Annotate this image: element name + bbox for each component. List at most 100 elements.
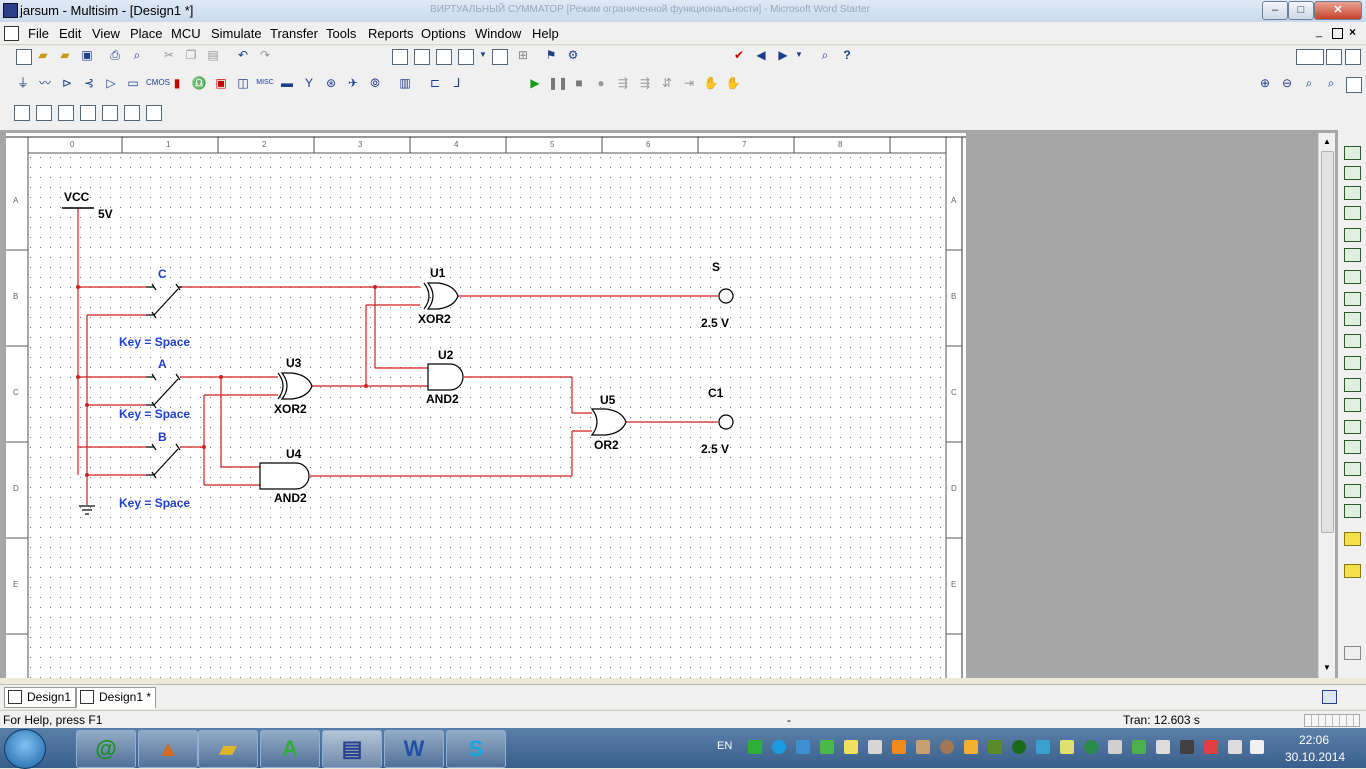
tray-icon[interactable] [748, 740, 762, 754]
vcc-source[interactable]: VCC 5V [62, 190, 113, 221]
probe-c1[interactable] [718, 414, 734, 430]
save-icon[interactable]: ▣ [81, 48, 93, 62]
mdi-restore-icon[interactable] [1332, 28, 1343, 39]
vertical-scrollbar[interactable]: ▲ ▼ [1318, 133, 1335, 678]
virtual-wiring-icon[interactable] [80, 105, 96, 121]
menu-simulate[interactable]: Simulate [211, 26, 262, 41]
tray-icon[interactable] [1108, 740, 1122, 754]
mdi-close-icon[interactable]: × [1349, 25, 1357, 39]
menu-file[interactable]: File [28, 26, 49, 41]
postprocessor-view-icon[interactable] [36, 105, 52, 121]
taskbar-matlab[interactable]: ▲ [138, 730, 198, 768]
paste-icon[interactable]: ▤ [207, 48, 219, 62]
tray-icon[interactable] [916, 740, 930, 754]
taskbar-multisim[interactable]: ▤ [322, 730, 382, 768]
gate-u3-xor[interactable] [277, 372, 313, 400]
menu-window[interactable]: Window [475, 26, 522, 41]
switch-a[interactable] [146, 373, 181, 409]
logic-analyzer-icon[interactable] [1344, 312, 1361, 326]
design-toolbox-icon[interactable] [392, 49, 408, 65]
tektronix-scope-icon[interactable] [1344, 504, 1361, 518]
mdi-minimize-icon[interactable]: _ [1316, 26, 1323, 38]
run-to-cursor-icon[interactable]: ⇥ [683, 76, 695, 90]
tray-icon[interactable] [820, 740, 834, 754]
zoom-area-icon[interactable]: ⌕ [1305, 76, 1313, 90]
tray-icon[interactable] [1060, 740, 1074, 754]
oscilloscope-icon[interactable] [1344, 206, 1361, 220]
tray-icon[interactable] [892, 740, 906, 754]
stop-icon[interactable]: ■ [575, 76, 583, 90]
scroll-thumb[interactable] [1321, 151, 1334, 533]
volume-icon[interactable] [1156, 740, 1170, 754]
tray-icon[interactable] [964, 740, 978, 754]
find-icon[interactable]: ⌕ [821, 48, 829, 62]
place-basic-icon[interactable]: 〰 [38, 76, 51, 90]
tray-icon[interactable] [1204, 740, 1218, 754]
bode-plotter-icon[interactable] [1344, 248, 1361, 262]
labview-icon[interactable] [1344, 564, 1361, 578]
print-preview-icon[interactable]: ⌕ [133, 48, 141, 62]
place-ttl-icon[interactable]: ▭ [127, 76, 139, 90]
grapher-view-icon[interactable] [14, 105, 30, 121]
agilent-multimeter-icon[interactable] [1344, 462, 1361, 476]
zoom-fit-icon[interactable] [1345, 49, 1361, 65]
multimeter-icon[interactable] [1344, 146, 1361, 160]
taskbar-word[interactable]: W [384, 730, 444, 768]
back-annotate-icon[interactable]: ◀ [756, 48, 766, 62]
tray-icon[interactable] [1132, 740, 1146, 754]
maximize-button[interactable]: □ [1288, 1, 1314, 20]
place-bus-icon[interactable]: ⊏ [429, 76, 441, 90]
wires[interactable] [77, 208, 718, 505]
menu-place[interactable]: Place [130, 26, 163, 41]
spectrum-analyzer-icon[interactable] [1344, 398, 1361, 412]
spreadsheet-icon[interactable] [414, 49, 430, 65]
zoom-page-icon[interactable] [1326, 49, 1342, 65]
place-hierarchy-icon[interactable]: ▥ [399, 76, 411, 90]
gate-u5-or[interactable] [590, 408, 627, 436]
close-button[interactable]: ✕ [1314, 1, 1362, 20]
erc-check-icon[interactable]: ✔ [733, 48, 745, 62]
agilent-generator-icon[interactable] [1344, 440, 1361, 454]
menu-edit[interactable]: Edit [59, 26, 82, 41]
database-icon[interactable] [436, 49, 452, 65]
menu-options[interactable]: Options [421, 26, 466, 41]
clock-date[interactable]: 30.10.2014 [1285, 750, 1346, 764]
tray-icon[interactable] [1084, 740, 1098, 754]
distortion-analyzer-icon[interactable] [1344, 378, 1361, 392]
agilent-scope-icon[interactable] [1344, 484, 1361, 498]
tray-icon[interactable] [868, 740, 882, 754]
menu-mcu[interactable]: MCU [171, 26, 201, 41]
step-out-icon[interactable]: ⇵ [661, 76, 673, 90]
copy-icon[interactable]: ❐ [185, 48, 197, 62]
help-icon[interactable]: ? [843, 48, 851, 62]
redo-icon[interactable]: ↷ [259, 48, 271, 62]
scroll-up-icon[interactable]: ▲ [1323, 137, 1331, 146]
wave-view-icon[interactable] [102, 105, 118, 121]
probe-view-icon[interactable] [58, 105, 74, 121]
new-file-icon[interactable] [16, 49, 32, 65]
start-button[interactable] [4, 729, 46, 769]
place-advanced-icon[interactable]: ▬ [281, 76, 293, 90]
grapher-icon[interactable] [458, 49, 474, 65]
tray-icon[interactable] [772, 740, 786, 754]
menu-view[interactable]: View [92, 26, 120, 41]
forward-annotate-icon[interactable]: ▶ [778, 48, 788, 62]
menu-help[interactable]: Help [532, 26, 559, 41]
menu-tools[interactable]: Tools [326, 26, 357, 41]
measurement-probe-icon[interactable] [1344, 532, 1361, 546]
zoom-fit-page-icon[interactable]: ⌕ [1327, 76, 1335, 90]
wattmeter-icon[interactable] [1344, 186, 1361, 200]
switch-c[interactable] [146, 283, 182, 319]
iv-analyzer-icon[interactable] [1344, 356, 1361, 370]
place-rf-icon[interactable]: Y [304, 76, 313, 90]
step-icon[interactable]: ⇶ [617, 76, 629, 90]
place-analog-icon[interactable]: ▷ [106, 76, 116, 90]
place-diode-icon[interactable]: ⊳ [61, 76, 73, 90]
place-mixed-icon[interactable]: ♎ [191, 76, 207, 90]
place-cmos-icon[interactable]: CMOS [146, 78, 170, 87]
schematic-canvas[interactable]: 0 1 2 3 4 5 6 7 8 A B C D E A B C D E [6, 133, 966, 678]
toggle-breakpoint-icon[interactable]: ✋ [703, 76, 719, 90]
annotate-icon[interactable]: ⚙ [567, 48, 579, 62]
full-screen-icon[interactable] [1346, 77, 1362, 93]
clock-time[interactable]: 22:06 [1299, 733, 1330, 747]
